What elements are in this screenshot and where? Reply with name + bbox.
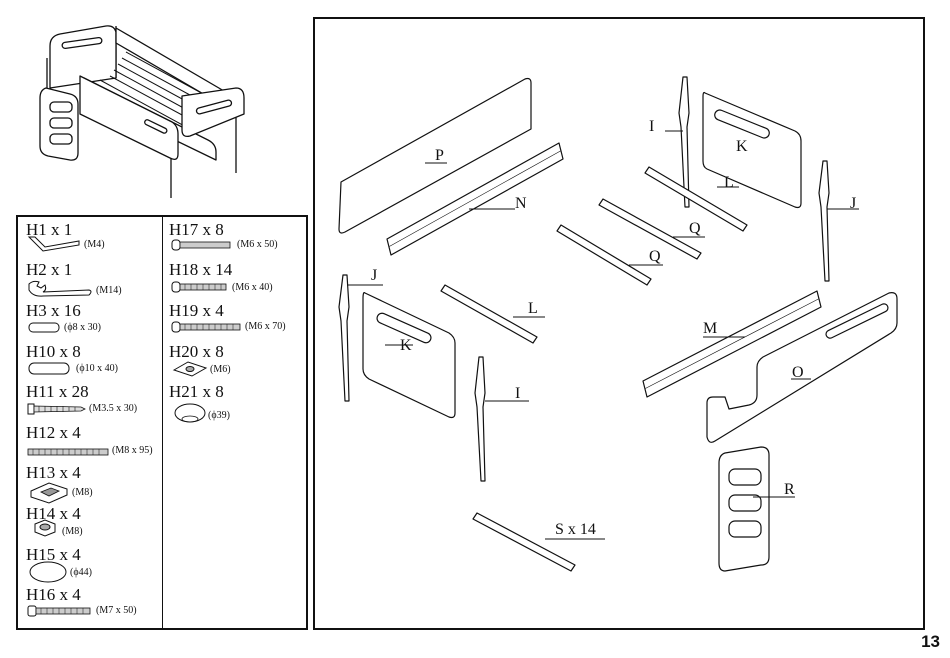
part-label-j-right: J: [850, 195, 857, 212]
part-j-left-leg: [338, 274, 350, 402]
hardware-h18-label: H18 x 14: [169, 260, 233, 279]
part-label-j-left: J: [371, 267, 378, 284]
part-i-bottom-leg: [474, 356, 486, 482]
part-label-n: N: [515, 195, 527, 212]
wooden-dowel-small-icon: [28, 322, 60, 333]
part-p-panel: [338, 77, 532, 234]
part-l-top-slat: [644, 166, 748, 232]
hardware-h15-label: H15 x 4: [26, 545, 81, 564]
hardware-h3-spec: (ϕ8 x 30): [64, 322, 101, 333]
hardware-h20-label: H20 x 8: [169, 342, 224, 361]
cover-cap-small-icon: [174, 403, 206, 423]
hardware-h21-spec: (ϕ39): [208, 410, 230, 421]
bracket-nut-icon: [30, 482, 68, 504]
part-label-r: R: [784, 481, 795, 498]
part-j-right-leg: [818, 160, 830, 282]
part-label-l-mid: L: [528, 300, 538, 317]
part-label-k-left: K: [400, 337, 412, 354]
part-label-m: M: [703, 320, 718, 337]
hardware-h16-spec: (M7 x 50): [96, 605, 137, 616]
cover-cap-large-icon: [29, 561, 67, 583]
part-label-p: P: [435, 147, 444, 164]
part-q-bottom-slat: [556, 224, 652, 286]
part-i-top-leg: [678, 76, 690, 208]
hardware-h18-spec: (M6 x 40): [232, 282, 273, 293]
hex-nut-icon: [34, 519, 56, 537]
hardware-h2-spec: (M14): [96, 285, 122, 296]
hardware-h10-label: H10 x 8: [26, 342, 81, 361]
hardware-h20-spec: (M6): [210, 364, 231, 375]
parts-panel: [313, 17, 925, 630]
part-label-i-top: I: [649, 118, 655, 135]
bolt-m6x70-icon: [171, 321, 241, 333]
hardware-h11-label: H11 x 28: [26, 382, 89, 401]
part-label-q-bottom: Q: [649, 248, 661, 265]
part-label-k-top: K: [736, 138, 748, 155]
hardware-h14-label: H14 x 4: [26, 504, 81, 523]
hardware-h13-label: H13 x 4: [26, 463, 81, 482]
hardware-h2-label: H2 x 1: [26, 260, 73, 279]
part-label-q-top: Q: [689, 220, 701, 237]
part-s-slat: [472, 512, 576, 572]
part-l-mid-slat: [440, 284, 538, 344]
part-label-l-top: L: [724, 174, 734, 191]
hardware-h1-spec: (M4): [84, 239, 105, 250]
hardware-h13-spec: (M8): [72, 487, 93, 498]
bed-overview-illustration: [39, 25, 245, 198]
part-q-top-slat: [598, 198, 702, 260]
bolt-m6x50-icon: [171, 239, 231, 251]
hardware-h1-label: H1 x 1: [26, 220, 73, 239]
part-k-top-panel: [702, 91, 802, 209]
wooden-dowel-large-icon: [28, 362, 70, 375]
bolt-m6x40-icon: [171, 281, 227, 293]
part-k-left-panel: [362, 292, 456, 419]
part-label-i-bottom: I: [515, 385, 521, 402]
bolt-m7-icon: [27, 605, 91, 617]
wood-screw-icon: [27, 403, 86, 415]
hardware-h21-label: H21 x 8: [169, 382, 224, 401]
barrel-nut-icon: [172, 361, 208, 377]
hardware-h16-label: H16 x 4: [26, 585, 81, 604]
part-label-s: S x 14: [555, 521, 596, 538]
hardware-h14-spec: (M8): [62, 526, 83, 537]
hardware-h12-label: H12 x 4: [26, 423, 81, 442]
hardware-h11-spec: (M3.5 x 30): [89, 403, 138, 414]
hardware-h12-spec: (M8 x 95): [112, 445, 153, 456]
hardware-h19-spec: (M6 x 70): [245, 321, 286, 332]
parts-drawing: [338, 76, 898, 572]
hardware-panel-divider: [162, 216, 163, 628]
page-number: 13: [921, 632, 940, 651]
part-label-o: O: [792, 364, 804, 381]
hardware-h15-spec: (ϕ44): [70, 567, 92, 578]
hardware-h10-spec: (ϕ10 x 40): [76, 363, 118, 374]
part-o-guard-panel: [706, 292, 898, 443]
hardware-h3-label: H3 x 16: [26, 301, 81, 320]
wrench-icon: [28, 280, 92, 297]
hardware-h17-label: H17 x 8: [169, 220, 224, 239]
allen-key-icon: [27, 236, 80, 252]
hardware-h17-spec: (M6 x 50): [237, 239, 278, 250]
threaded-rod-icon: [27, 448, 109, 456]
hardware-h19-label: H19 x 4: [169, 301, 224, 320]
